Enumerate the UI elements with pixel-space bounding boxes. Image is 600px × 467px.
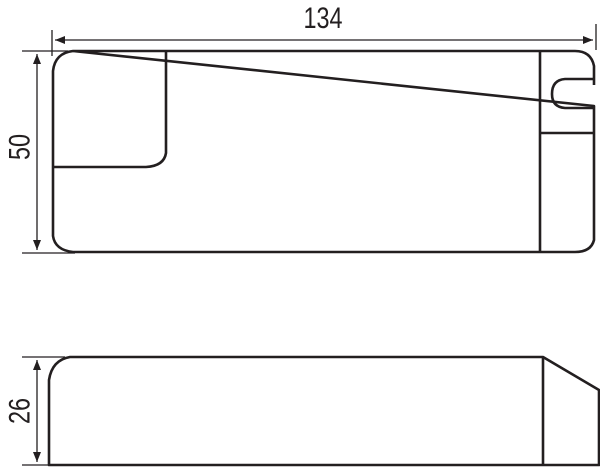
side-view-outline bbox=[47, 355, 600, 467]
side-view bbox=[47, 355, 600, 467]
dimension-lines bbox=[22, 24, 597, 466]
top-view bbox=[51, 49, 596, 254]
cable-notch bbox=[550, 77, 594, 110]
height-dimension-label: 26 bbox=[3, 397, 37, 425]
left-cover-outline bbox=[53, 51, 168, 169]
length-dimension-label: 134 bbox=[303, 2, 343, 35]
width-dimension-label: 50 bbox=[3, 133, 37, 161]
top-view-outline bbox=[51, 49, 596, 254]
